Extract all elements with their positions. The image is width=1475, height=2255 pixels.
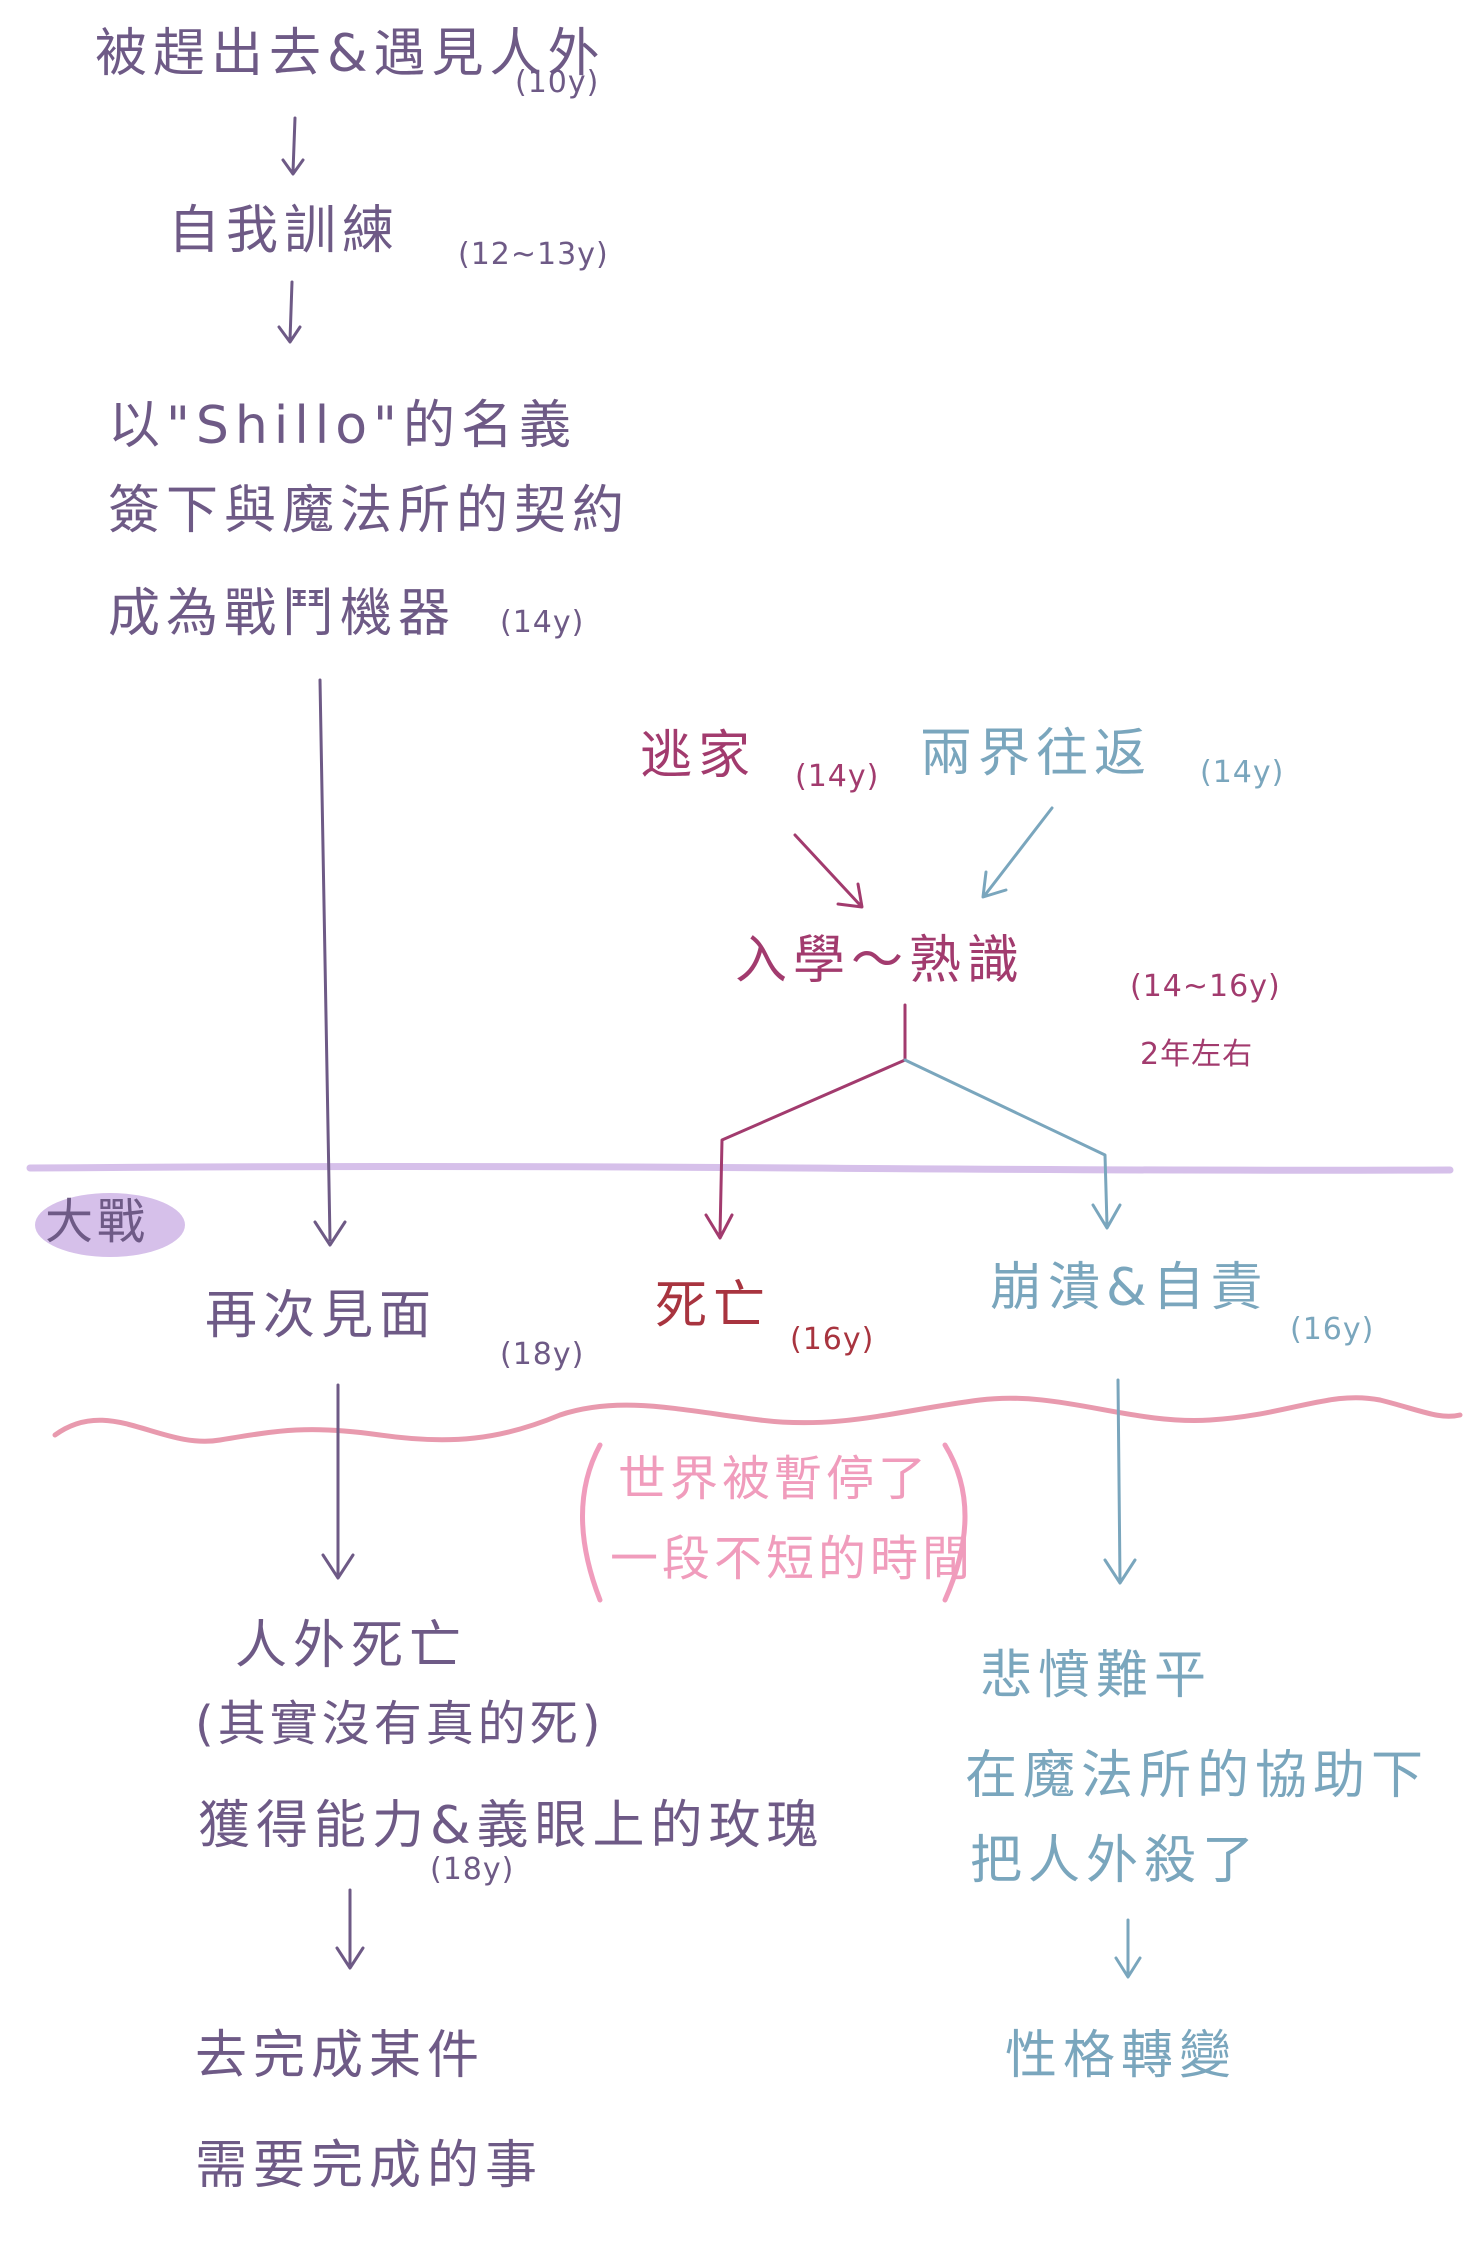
event-sign-contract: 簽下與魔法所的契約	[108, 481, 631, 541]
event-gain-power: 獲得能力&義眼上的玫瑰	[198, 1796, 825, 1856]
age-kicked-out: (10y)	[515, 65, 600, 100]
event-with-agency-help: 在魔法所的協助下	[965, 1746, 1430, 1806]
age-battle-machine: (14y)	[500, 605, 585, 640]
event-self-training: 自我訓練	[168, 201, 401, 261]
age-run-away: (14y)	[795, 759, 880, 794]
event-kill-nonhuman: 把人外殺了	[970, 1831, 1261, 1891]
arrow-grief-to-change	[1114, 1918, 1142, 1979]
event-school: 入學～熟識	[735, 931, 1026, 991]
event-breakdown: 崩潰&自責	[990, 1258, 1269, 1318]
event-grief: 悲憤難平	[980, 1646, 1213, 1706]
arrow-breakdown-to-grief	[1103, 1378, 1137, 1585]
pause-note-line2: 一段不短的時間	[610, 1531, 975, 1587]
age-meet-again: (18y)	[500, 1337, 585, 1372]
branch-to-dead	[704, 1058, 907, 1240]
age-breakdown: (16y)	[1290, 1312, 1375, 1347]
event-battle-machine: 成為戰鬥機器	[108, 584, 457, 644]
event-nonhuman-death: 人外死亡	[235, 1616, 468, 1676]
pause-note-right-paren	[942, 1442, 968, 1603]
event-personality-change: 性格轉變	[1005, 2026, 1238, 2086]
note-two-years: 2年左右	[1140, 1037, 1254, 1072]
event-dead: 死亡	[655, 1276, 772, 1336]
event-go-finish: 去完成某件	[195, 2026, 486, 2086]
event-shillo-name: 以"Shillo"的名義	[108, 396, 577, 456]
age-two-worlds: (14y)	[1200, 755, 1285, 790]
arrow-runaway-to-school	[793, 833, 864, 909]
world-paused-wave	[52, 1395, 1463, 1444]
arrow-training-to-contract	[277, 280, 302, 344]
war-divider-line	[26, 1163, 1454, 1174]
age-gain-power: (18y)	[430, 1852, 515, 1887]
arrow-power-to-finish	[335, 1888, 365, 1970]
pause-note-line1: 世界被暫停了	[618, 1451, 931, 1507]
age-self-training: (12~13y)	[458, 237, 609, 272]
event-two-worlds: 兩界往返	[920, 724, 1153, 784]
event-not-really-dead: (其實沒有真的死)	[195, 1696, 605, 1752]
branch-to-breakdown	[903, 1058, 1122, 1230]
war-label: 大戰	[45, 1194, 150, 1250]
age-school: (14~16y)	[1130, 969, 1281, 1004]
event-meet-again: 再次見面	[205, 1286, 438, 1346]
arrow-meet-to-death	[321, 1383, 355, 1580]
age-dead: (16y)	[790, 1322, 875, 1357]
arrow-kicked-to-training	[281, 116, 305, 176]
war-label-highlight	[35, 1193, 185, 1257]
event-must-finish: 需要完成的事	[195, 2136, 544, 2196]
arrow-twoworlds-to-school	[981, 806, 1054, 899]
event-run-away: 逃家	[640, 726, 757, 786]
event-kicked-out: 被趕出去&遇見人外	[95, 24, 606, 84]
pause-note-left-paren	[580, 1442, 603, 1603]
arrow-contract-to-meet	[313, 678, 347, 1247]
